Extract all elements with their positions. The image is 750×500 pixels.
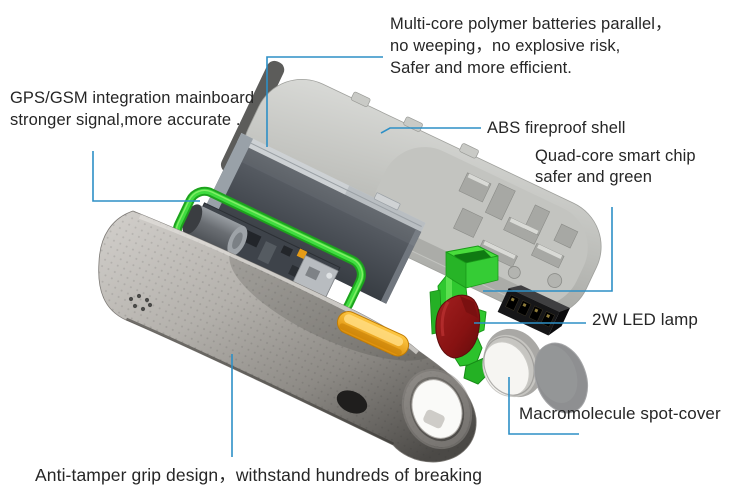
label-led: 2W LED lamp <box>592 309 698 331</box>
label-smart-chip-line1: Quad-core smart chip <box>535 147 696 165</box>
orange-button <box>336 311 410 357</box>
battery-connector-tab <box>373 192 401 211</box>
leader-shell <box>380 127 481 134</box>
lamp-ring-opening <box>401 368 473 450</box>
led-lamp-housing <box>435 294 481 359</box>
label-mainboard-line2: stronger signal,more accurate . <box>10 111 241 129</box>
leader-mainboard <box>92 151 200 202</box>
label-smart-chip: Quad-core smart chip safer and green <box>535 146 696 188</box>
label-smart-chip-line2: safer and green <box>535 168 653 186</box>
keyhole <box>336 390 368 414</box>
shell-rib-highlights <box>467 173 563 260</box>
label-led-text: 2W LED lamp <box>592 310 698 329</box>
label-spot-cover-text: Macromolecule spot-cover <box>519 404 721 423</box>
label-batteries: Multi-core polymer batteries parallel， n… <box>390 13 672 79</box>
label-mainboard-line1: GPS/GSM integration mainboard <box>10 89 255 107</box>
label-spot-cover: Macromolecule spot-cover <box>519 403 721 425</box>
leader-batteries <box>266 56 383 147</box>
label-grip-text: Anti-tamper grip design，withstand hundre… <box>35 465 483 485</box>
mainboard-assembly <box>172 186 366 337</box>
label-grip: Anti-tamper grip design，withstand hundre… <box>35 464 482 486</box>
smart-chip-module <box>497 285 571 336</box>
board-component-orange <box>296 248 308 260</box>
reflector-cone <box>482 328 545 398</box>
leader-spot-cover <box>508 377 579 435</box>
battery-pack <box>201 133 426 304</box>
label-shell: ABS fireproof shell <box>487 117 626 139</box>
leader-smart-chip <box>483 207 613 292</box>
leader-lines <box>92 56 613 457</box>
label-mainboard: GPS/GSM integration mainboard stronger s… <box>10 87 254 131</box>
label-batteries-line3: Safer and more efficient. <box>390 59 572 77</box>
spot-cover-disc <box>533 342 589 414</box>
speaker-holes <box>128 293 153 312</box>
vibration-motor <box>182 204 248 256</box>
chip-pin-sockets <box>505 294 555 328</box>
label-batteries-line1: Multi-core polymer batteries parallel， <box>390 15 672 33</box>
shell-ribs <box>453 172 579 269</box>
label-shell-text: ABS fireproof shell <box>487 119 626 137</box>
label-batteries-line2: no weeping，no explosive risk, <box>390 37 621 55</box>
